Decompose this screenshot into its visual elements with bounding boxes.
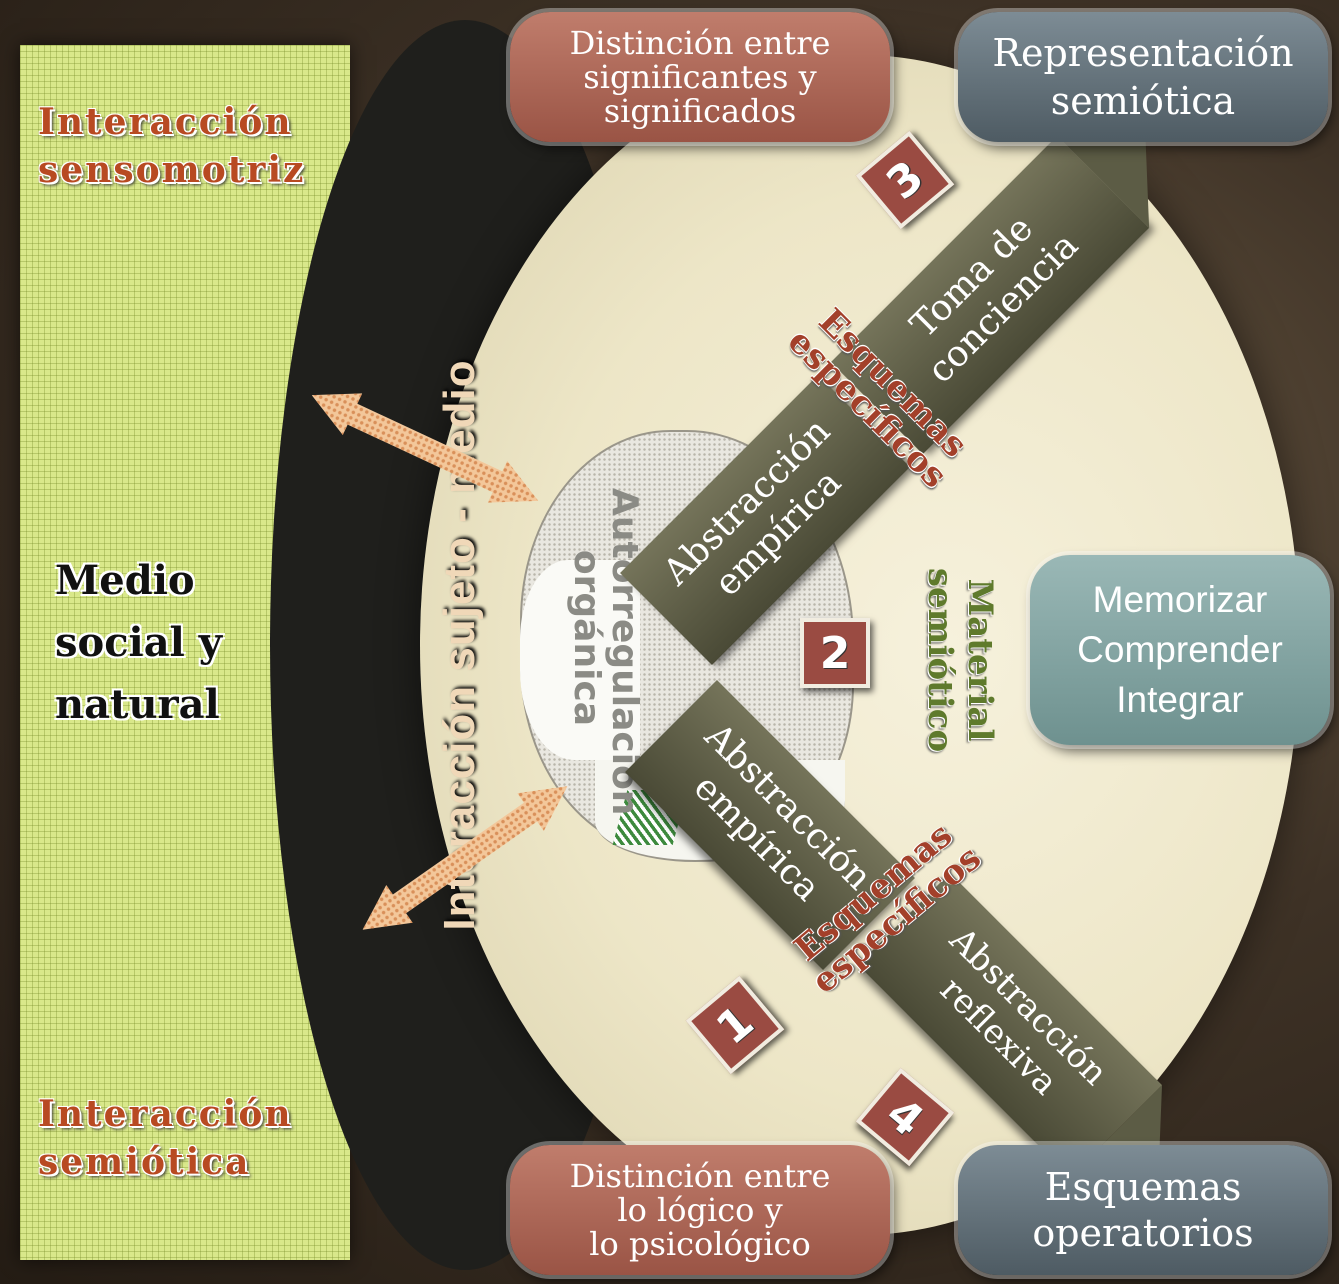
face-profile: [520, 560, 640, 760]
medio-social-label: Medio social y natural: [55, 557, 223, 728]
pill-distincion-significantes: Distinción entre significantes y signifi…: [510, 12, 890, 142]
autorregulacion-label: Autorregulación orgánica: [566, 488, 645, 816]
material-semiotico-label: Material semiótico: [920, 567, 1000, 753]
pill-representacion-semiotica: Representación semiótica: [958, 12, 1328, 142]
pill-distincion-logico: Distinción entre lo lógico y lo psicológ…: [510, 1145, 890, 1275]
interaccion-sensomotriz-label: Interacción sensomotriz: [38, 101, 306, 191]
pill-esquemas-operatorios: Esquemas operatorios: [958, 1145, 1328, 1275]
interaccion-semiotica-label: Interacción semiótica: [38, 1093, 293, 1183]
step-number-2: 2: [800, 618, 870, 688]
pill-memorizar: Memorizar Comprender Integrar: [1030, 555, 1330, 745]
